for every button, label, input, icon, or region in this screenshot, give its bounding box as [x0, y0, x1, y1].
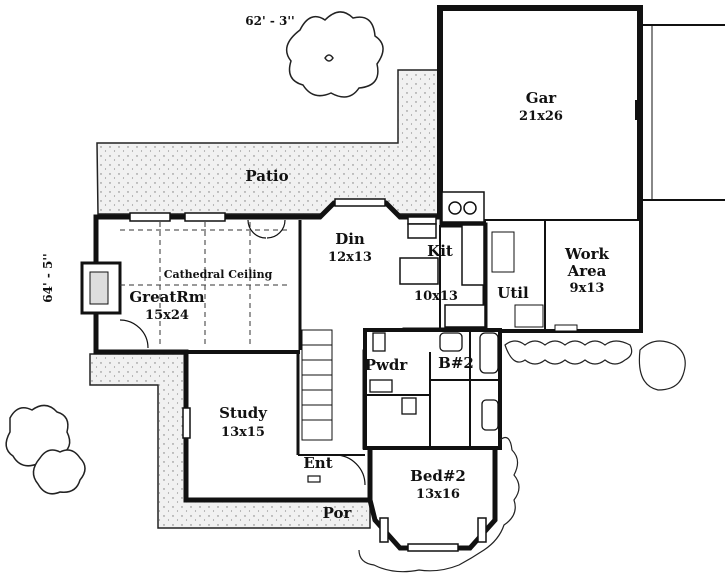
- porch-label: Por: [323, 504, 353, 522]
- garage-size: 21x26: [519, 109, 563, 124]
- bedroom2-size: 13x16: [416, 487, 460, 502]
- interior-walls: [186, 220, 500, 456]
- great-room-ceiling-beams: [120, 222, 290, 345]
- study-window: [182, 407, 191, 439]
- garage-label: Gar: [526, 89, 558, 107]
- utility-label: Util: [497, 284, 529, 302]
- patio-paving: [96, 69, 439, 215]
- room-labels: 62' - 3'' 64' - 5'' Patio Gar 21x26 Work…: [41, 14, 610, 522]
- kitchen-label: Kit: [427, 242, 453, 260]
- bath-fixtures: [369, 332, 499, 431]
- patio-french-doors: [247, 219, 286, 239]
- powder-label: Pwdr: [365, 356, 409, 374]
- bath2-label: B#2: [438, 354, 474, 372]
- bedroom2-label: Bed#2: [410, 467, 466, 485]
- depth-dimension: 64' - 5'': [41, 253, 55, 302]
- shrubs-right-icon: [358, 340, 686, 573]
- patio-windows: [129, 198, 437, 225]
- main-house-walls: [93, 200, 502, 551]
- tree-bottom-left-icon: [5, 404, 86, 495]
- bedroom-bay-windows: [379, 517, 487, 552]
- great-room-size: 15x24: [145, 308, 189, 323]
- fireplace: [80, 261, 122, 315]
- width-dimension: 62' - 3'': [245, 14, 294, 28]
- work-area-label-1: Work: [564, 245, 610, 263]
- work-area-label-2: Area: [567, 262, 607, 280]
- study-size: 13x15: [221, 425, 265, 440]
- utility-room: [484, 219, 546, 331]
- dining-size: 12x13: [328, 250, 372, 265]
- great-room-door-swing: [119, 319, 149, 349]
- stairs: [301, 329, 333, 441]
- study-label: Study: [219, 404, 268, 422]
- kitchen-counters: [399, 191, 486, 328]
- cathedral-ceiling-note: Cathedral Ceiling: [164, 268, 273, 281]
- tree-top-icon: [285, 11, 384, 98]
- kitchen-size: 10x13: [414, 289, 458, 304]
- entry-label: Ent: [303, 454, 332, 472]
- work-area-size: 9x13: [570, 281, 605, 296]
- patio-label: Patio: [245, 167, 288, 185]
- dining-label: Din: [335, 230, 365, 248]
- great-room-label: GreatRm: [129, 288, 204, 306]
- entry-door: [307, 454, 366, 486]
